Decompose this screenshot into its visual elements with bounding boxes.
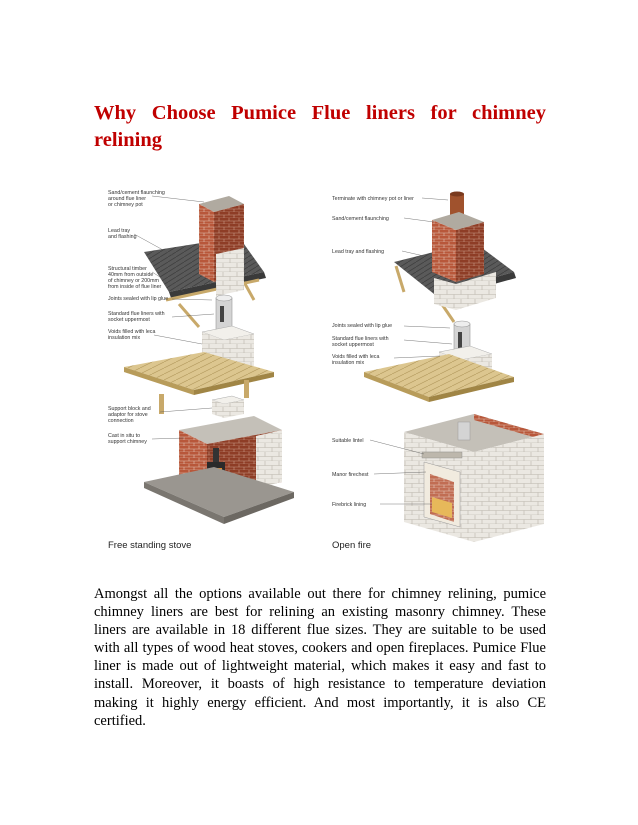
left-label: or chimney pot bbox=[108, 202, 143, 208]
left-label: connection bbox=[108, 418, 134, 424]
right-label: socket uppermost bbox=[332, 342, 374, 348]
chimney-diagram-svg: Sand/cement flaunching around flue liner… bbox=[108, 190, 544, 551]
left-label: and flashing bbox=[108, 234, 137, 240]
right-labels: Terminate with chimney pot or liner Sand… bbox=[332, 196, 414, 508]
flaunching-right bbox=[432, 212, 484, 230]
left-label: Joints sealed with lip glue bbox=[108, 296, 168, 302]
left-label: support chimney bbox=[108, 439, 147, 445]
left-label: Structural timber bbox=[108, 266, 147, 272]
right-label: Terminate with chimney pot or liner bbox=[332, 196, 414, 202]
chimney-diagram: Sand/cement flaunching around flue liner… bbox=[104, 182, 564, 562]
left-label: of chimney or 200mm bbox=[108, 278, 160, 284]
fire-opening bbox=[432, 497, 452, 518]
chimney-stack-left-face bbox=[199, 204, 214, 282]
right-label: Sand/cement flaunching bbox=[332, 216, 389, 222]
flaunching-left bbox=[199, 196, 244, 212]
left-chimney-illustration bbox=[124, 196, 294, 524]
right-label: Firebrick lining bbox=[332, 502, 366, 508]
caption-free-standing-stove: Free standing stove bbox=[108, 540, 191, 551]
left-labels: Sand/cement flaunching around flue liner… bbox=[108, 190, 168, 445]
page-heading: Why Choose Pumice Flue liners for chimne… bbox=[94, 102, 546, 151]
body-paragraph: Amongst all the options available out th… bbox=[94, 586, 546, 729]
left-label: Voids filled with leca bbox=[108, 329, 155, 335]
chimney-pot bbox=[450, 194, 464, 218]
left-label: Lead tray bbox=[108, 228, 130, 234]
right-label: Voids filled with leca bbox=[332, 354, 379, 360]
left-label: Support block and bbox=[108, 406, 151, 412]
left-label: from inside of flue liner bbox=[108, 284, 162, 290]
left-label: around flue liner bbox=[108, 196, 146, 202]
left-label: Standard flue liners with bbox=[108, 311, 165, 317]
caption-open-fire: Open fire bbox=[332, 540, 371, 551]
right-label: insulation mix bbox=[332, 360, 364, 366]
right-label: Lead tray and flashing bbox=[332, 249, 384, 255]
left-label: 40mm from outside bbox=[108, 272, 153, 278]
left-label: insulation mix bbox=[108, 335, 140, 341]
right-label: Suitable lintel bbox=[332, 438, 364, 444]
right-label: Standard flue liners with bbox=[332, 336, 389, 342]
left-label: socket uppermost bbox=[108, 317, 150, 323]
left-label: Cast in situ to bbox=[108, 433, 140, 439]
floor-left bbox=[124, 352, 274, 390]
right-label: Joints sealed with lip glue bbox=[332, 323, 392, 329]
left-label: Sand/cement flaunching bbox=[108, 190, 165, 196]
hearth-left bbox=[144, 467, 294, 517]
floor-right bbox=[364, 354, 514, 397]
right-label: Manor firechest bbox=[332, 472, 369, 478]
left-label: adaptor for stove bbox=[108, 412, 148, 418]
right-chimney-illustration bbox=[364, 191, 544, 542]
